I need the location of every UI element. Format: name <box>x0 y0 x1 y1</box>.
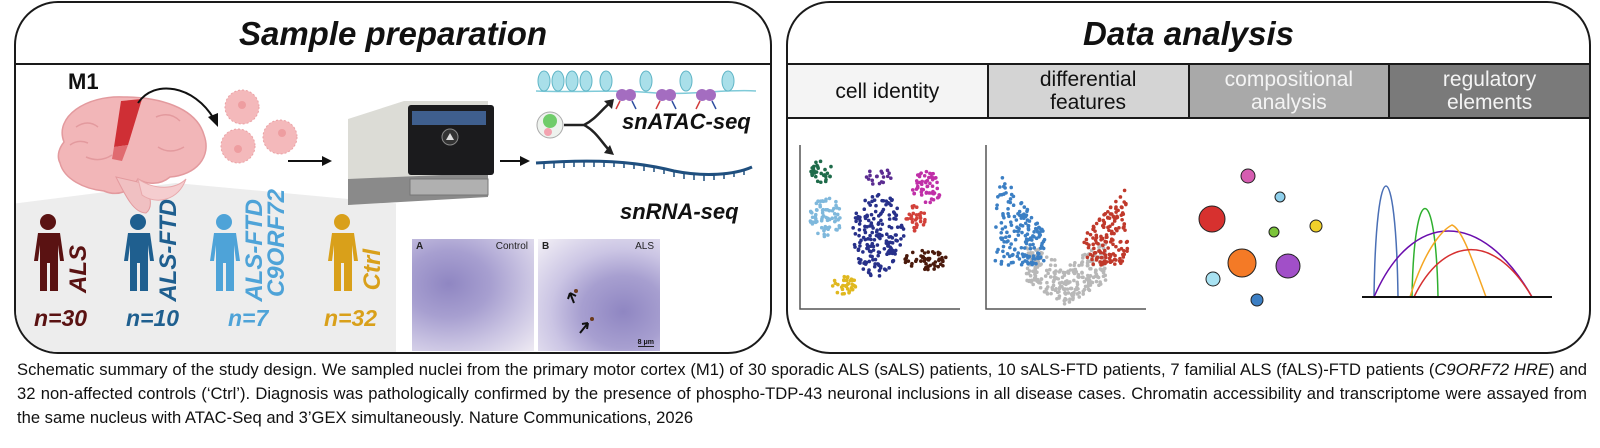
person-icon-ctrl <box>328 214 358 291</box>
regulatory-peaks-icon <box>1362 185 1552 298</box>
sequencer-instrument-icon <box>348 101 494 205</box>
group-n-ctrl: n=32 <box>324 305 378 331</box>
snatac-seq-label: snATAC-seq <box>622 109 751 134</box>
group-label-als: ALS <box>65 245 92 293</box>
group-n-als-ftd: n=10 <box>126 305 180 331</box>
nuclei-icon <box>220 89 298 164</box>
arrow-icon <box>288 156 332 166</box>
group-n-als-ftd-c9: n=7 <box>228 305 269 331</box>
person-icon-als-ftd-c9orf72 <box>210 214 240 291</box>
micrograph-control: A Control <box>412 239 534 351</box>
nucleus-split-icon <box>536 99 614 155</box>
person-icon-als <box>34 214 64 291</box>
arrow-icon <box>500 156 530 166</box>
panel-title-data-analysis: Data analysis <box>788 3 1589 65</box>
group-n-als: n=30 <box>34 305 88 331</box>
brain-icon <box>57 96 207 214</box>
rna-strand-icon <box>535 159 753 181</box>
snrna-seq-label: snRNA-seq <box>620 199 739 224</box>
panel-title-sample-preparation: Sample preparation <box>16 3 770 65</box>
person-icon-als-ftd <box>124 214 154 291</box>
volcano-plot-icon <box>985 145 1146 310</box>
group-label-ctrl: Ctrl <box>359 249 386 291</box>
umap-cluster-plot-icon <box>799 145 960 310</box>
group-sublabel-c9orf72: C9ORF72 <box>263 189 290 298</box>
sample-preparation-panel: Sample preparation M1 <box>14 1 772 354</box>
arrow-icon <box>137 87 218 127</box>
chromatin-icon <box>535 70 757 110</box>
micrograph-als: B ALS 8 μm <box>538 239 660 351</box>
group-label-als-ftd: ALS-FTD <box>155 199 182 302</box>
scale-bar: 8 μm <box>637 339 654 347</box>
figure-caption: Schematic summary of the study design. W… <box>17 360 1588 427</box>
m1-label: M1 <box>68 69 99 94</box>
composition-bubbles-icon <box>1198 168 1323 307</box>
cohort-background <box>16 183 396 352</box>
inclusion-arrows <box>567 289 594 334</box>
category-cell-identity: cell identity <box>788 65 989 117</box>
data-analysis-panel: Data analysis cell identity differential… <box>786 1 1591 354</box>
